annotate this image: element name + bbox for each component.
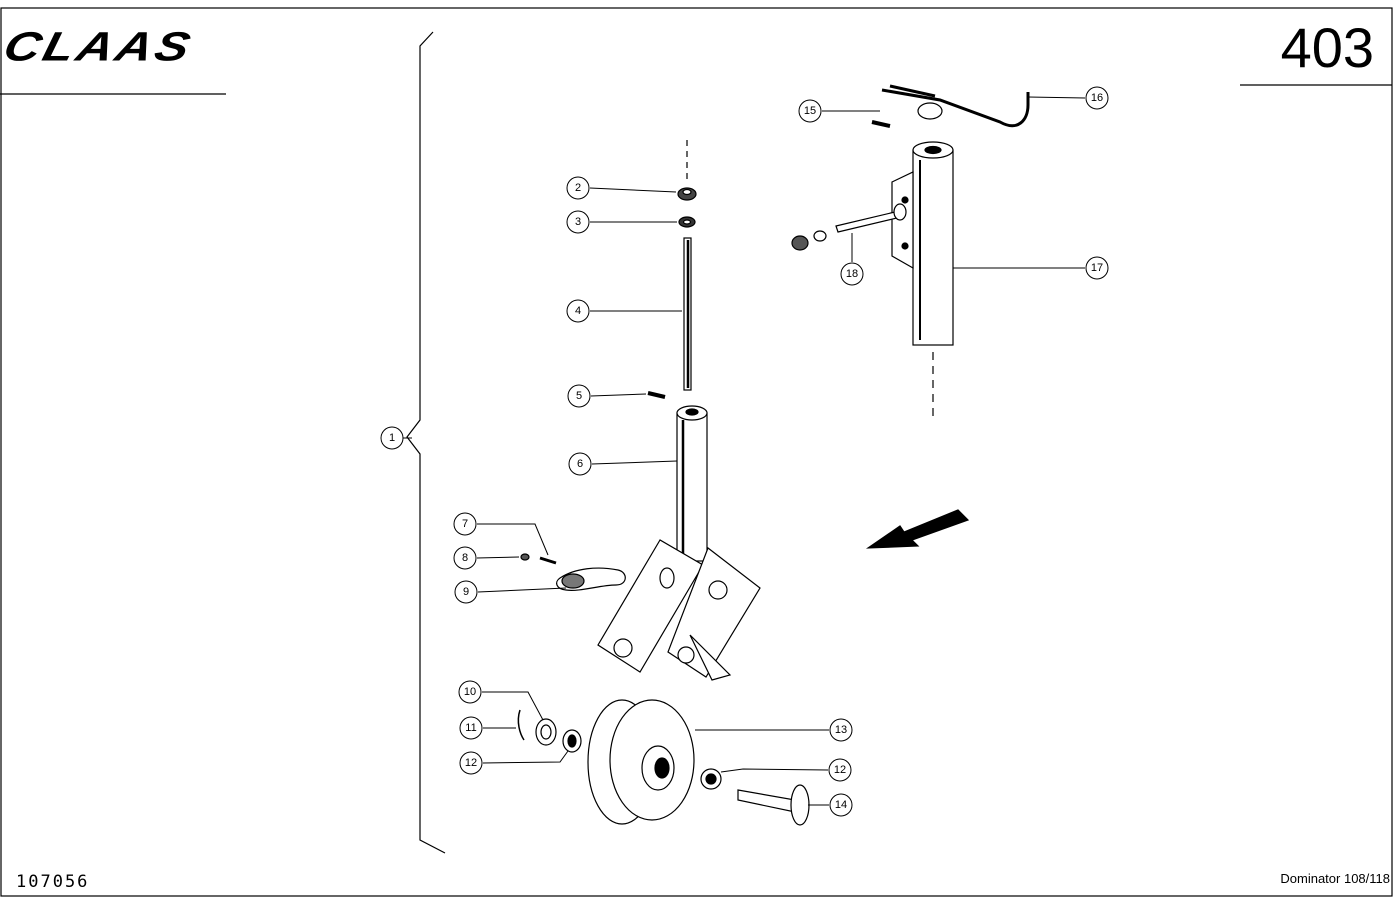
svg-text:5: 5	[576, 390, 582, 402]
page-number: 403	[1280, 16, 1374, 79]
svg-text:3: 3	[575, 216, 581, 228]
page-frame	[0, 7, 1393, 897]
svg-text:11: 11	[465, 722, 476, 734]
svg-text:4: 4	[575, 305, 581, 317]
callout-11: 11	[459, 716, 483, 740]
svg-text:7: 7	[462, 518, 468, 530]
svg-text:16: 16	[1091, 92, 1103, 104]
callout-1: 1	[380, 426, 404, 450]
part-wheel	[587, 699, 695, 825]
callout-17: 17	[1085, 256, 1109, 280]
part-crank-handle	[881, 84, 1030, 128]
part-wheel-hardware-left	[517, 709, 582, 753]
callout-12-left: 12	[459, 751, 483, 775]
svg-text:9: 9	[463, 586, 469, 598]
model-label: Dominator 108/118	[1280, 871, 1390, 886]
callout-9: 9	[454, 580, 478, 604]
svg-text:18: 18	[846, 268, 858, 280]
part-pin-upper	[871, 120, 891, 128]
callout-10: 10	[458, 680, 482, 704]
callout-markers: 1 2 3 4 5 6 7	[380, 86, 1109, 817]
svg-text:1: 1	[389, 432, 395, 444]
svg-text:17: 17	[1091, 262, 1103, 274]
direction-arrow	[865, 509, 970, 549]
callout-6: 6	[568, 452, 592, 476]
document-number: 107056	[16, 872, 90, 892]
assembly-brace	[406, 31, 446, 854]
callout-8: 8	[453, 546, 477, 570]
part-outer-tube	[891, 141, 954, 346]
svg-text:8: 8	[462, 552, 468, 564]
svg-text:14: 14	[835, 799, 847, 811]
svg-text:6: 6	[577, 458, 583, 470]
svg-text:12: 12	[834, 764, 846, 776]
callout-18: 18	[840, 262, 864, 286]
leader-lines	[402, 96, 1086, 806]
svg-text:15: 15	[804, 105, 816, 117]
callout-5: 5	[567, 384, 591, 408]
part-washer	[678, 216, 696, 228]
svg-text:13: 13	[835, 724, 847, 736]
svg-text:10: 10	[464, 686, 476, 698]
part-nut	[677, 187, 697, 201]
callout-15: 15	[798, 99, 822, 123]
callout-14: 14	[829, 793, 853, 817]
svg-text:12: 12	[465, 757, 477, 769]
callout-3: 3	[566, 210, 590, 234]
part-spindle	[683, 237, 692, 391]
callout-12-right: 12	[828, 758, 852, 782]
svg-text:2: 2	[575, 182, 581, 194]
part-inner-tube-stand	[597, 405, 761, 681]
callout-2: 2	[566, 176, 590, 200]
part-pin	[647, 391, 666, 399]
callout-4: 4	[566, 299, 590, 323]
callout-16: 16	[1085, 86, 1109, 110]
part-wheel-hardware-right	[700, 768, 810, 826]
callout-7: 7	[453, 512, 477, 536]
part-bolt-set	[791, 203, 907, 251]
part-lever-assembly	[520, 553, 626, 591]
callout-13: 13	[829, 718, 853, 742]
